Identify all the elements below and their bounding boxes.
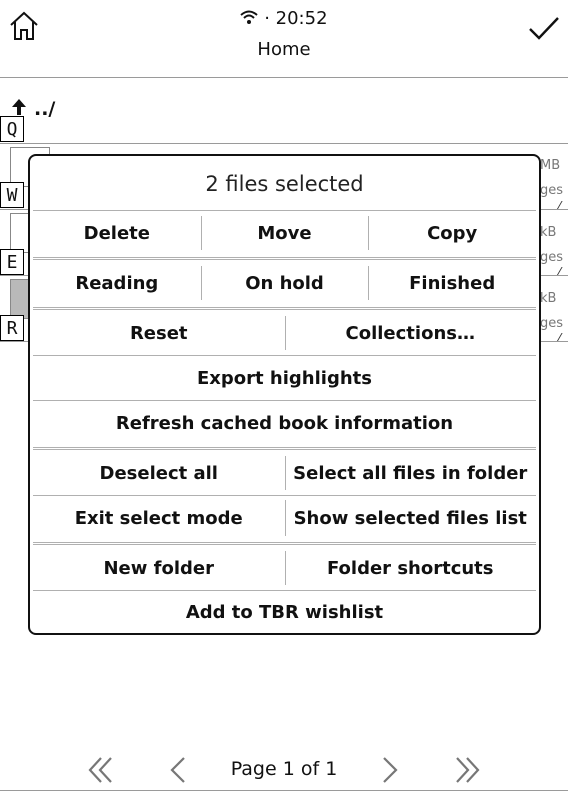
alpha-key-q[interactable]: Q — [0, 116, 24, 142]
file-pages-text: ges — [540, 250, 564, 265]
clock: 20:52 — [275, 8, 328, 29]
file-size-text: MB — [540, 158, 561, 173]
dialog-row-refresh: Refresh cached book information — [33, 401, 536, 445]
dialog-row-folder: New folder Folder shortcuts — [33, 547, 536, 589]
page-indicator[interactable]: Page 1 of 1 — [230, 758, 338, 780]
add-to-tbr-wishlist-button[interactable]: Add to TBR wishlist — [185, 601, 384, 623]
deselect-all-button[interactable]: Deselect all — [99, 462, 218, 484]
copy-button[interactable]: Copy — [368, 212, 536, 254]
wifi-icon — [240, 10, 259, 31]
file-size-text: kB — [540, 291, 557, 306]
chevron-right-icon — [383, 757, 398, 783]
prev-page-button[interactable] — [160, 752, 196, 788]
double-chevron-left-icon — [88, 757, 112, 783]
double-chevron-right-icon — [456, 757, 480, 783]
move-button[interactable]: Move — [200, 212, 369, 254]
up-arrow-icon — [10, 98, 28, 120]
alpha-key-e[interactable]: E — [0, 249, 24, 275]
reset-button[interactable]: Reset — [129, 322, 188, 344]
alpha-key-w[interactable]: W — [0, 182, 24, 208]
mark-on-hold-button[interactable]: On hold — [200, 262, 369, 304]
dialog-row-select: Deselect all Select all files in folder — [33, 452, 536, 494]
export-highlights-button[interactable]: Export highlights — [197, 367, 372, 389]
dialog-row-wishlist: Add to TBR wishlist — [33, 591, 536, 633]
dialog-row-reset: Reset Collections… — [33, 312, 536, 354]
dialog-title: 2 files selected — [205, 172, 364, 196]
file-size-text: kB — [540, 225, 557, 240]
dialog-separator — [33, 400, 536, 401]
delete-button[interactable]: Delete — [83, 222, 150, 244]
dialog-separator — [33, 307, 536, 310]
header-divider — [0, 77, 568, 78]
dialog-separator — [33, 542, 536, 545]
selection-dialog: 2 files selected Delete Move Copy Readin… — [28, 154, 541, 635]
checkmark-icon — [529, 17, 559, 40]
next-page-button[interactable] — [372, 752, 408, 788]
select-all-in-folder-button[interactable]: Select all files in folder — [284, 452, 537, 494]
chevron-left-icon — [170, 757, 185, 783]
refresh-book-info-button[interactable]: Refresh cached book information — [115, 412, 454, 434]
dialog-row-file-ops: Delete Move Copy — [33, 212, 536, 254]
dialog-separator — [33, 590, 536, 591]
file-pages-text: ges — [540, 183, 564, 198]
exit-select-mode-button[interactable]: Exit select mode — [74, 507, 243, 529]
last-page-button[interactable] — [448, 752, 484, 788]
new-folder-button[interactable]: New folder — [103, 557, 214, 579]
mark-finished-button[interactable]: Finished — [368, 262, 536, 304]
show-selected-files-button[interactable]: Show selected files list — [284, 496, 537, 540]
home-icon — [10, 11, 38, 40]
dialog-row-export: Export highlights — [33, 356, 536, 400]
list-divider — [0, 143, 568, 144]
alpha-key-r[interactable]: R — [0, 315, 24, 341]
status-bar: · 20:52 — [0, 8, 568, 31]
dialog-row-select-mode: Exit select mode Show selected files lis… — [33, 496, 536, 540]
dialog-separator — [33, 257, 536, 260]
confirm-button[interactable] — [526, 10, 562, 46]
footer-divider — [0, 790, 568, 791]
mark-reading-button[interactable]: Reading — [75, 272, 159, 294]
dialog-separator — [33, 210, 536, 211]
folder-shortcuts-button[interactable]: Folder shortcuts — [284, 547, 537, 589]
page-title: Home — [257, 39, 311, 60]
file-pages-text: ges — [540, 316, 564, 331]
dialog-separator — [33, 495, 536, 496]
collections-button[interactable]: Collections… — [284, 312, 537, 354]
dialog-separator — [33, 355, 536, 356]
parent-folder-link[interactable]: ../ — [34, 98, 56, 120]
status-separator: · — [264, 8, 270, 29]
home-button[interactable] — [6, 8, 42, 44]
dialog-separator — [33, 447, 536, 450]
dialog-row-status: Reading On hold Finished — [33, 262, 536, 304]
first-page-button[interactable] — [84, 752, 120, 788]
